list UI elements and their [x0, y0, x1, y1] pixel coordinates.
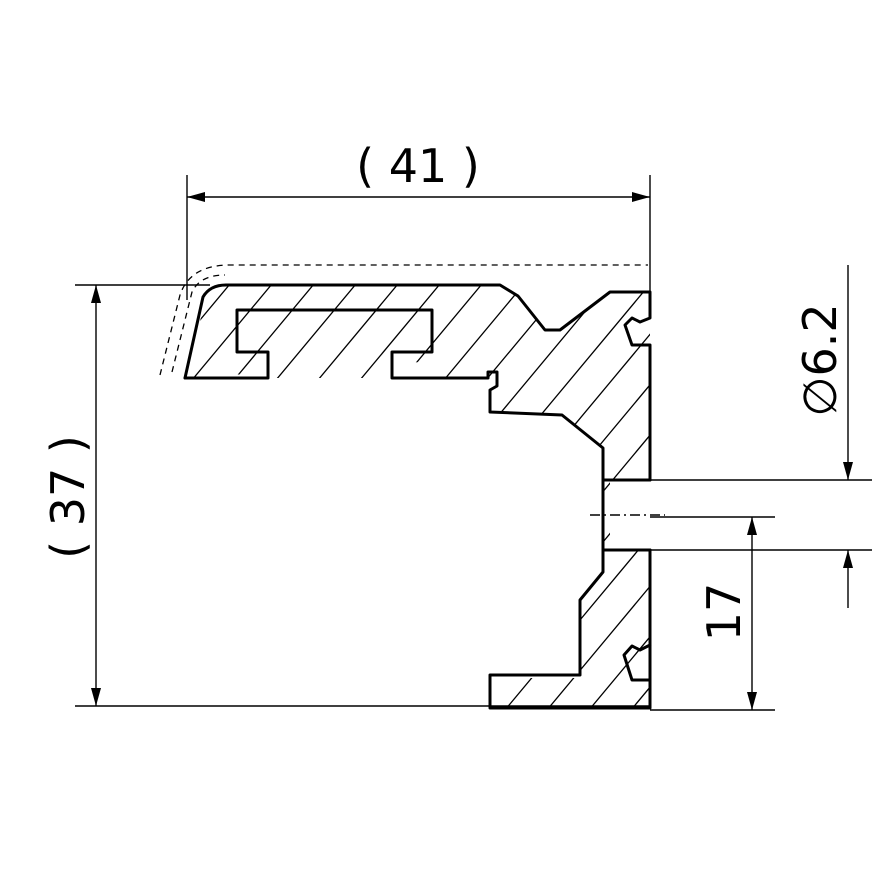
t-slot-top: [183, 308, 605, 482]
width-label: ( 41 ): [356, 139, 480, 193]
phantom-line-inner: [171, 274, 226, 373]
hatch-line: [429, 286, 650, 708]
profile-outline-bottom: [488, 548, 652, 710]
hatch-line: [188, 286, 301, 708]
hatch-line: [188, 286, 343, 708]
profile-outline-top: [183, 283, 652, 482]
dimension-height: ( 37 ): [41, 284, 650, 707]
hatch-line: [188, 286, 385, 708]
height-label: ( 37 ): [41, 435, 95, 559]
offset-label: 17: [697, 583, 751, 642]
dimension-width: ( 41 ): [186, 139, 651, 300]
hatch-line: [188, 286, 553, 708]
hatch-line: [850, 200, 892, 800]
hatch-line: [555, 286, 650, 708]
hatch-line: [219, 286, 650, 708]
hatch-line: [513, 286, 650, 708]
hole-diameter-label: ∅6.2: [793, 303, 847, 416]
dimension-hole-diameter: ∅6.2: [650, 265, 872, 608]
dimension-offset: 17: [650, 516, 775, 711]
hatch-line: [766, 200, 892, 800]
hole-bore: [601, 478, 652, 552]
hatch-line: [471, 286, 650, 708]
hatch-line: [188, 286, 595, 708]
hatch-line: [387, 286, 650, 708]
hatch-line: [808, 200, 892, 800]
phantom-line: [159, 264, 648, 376]
hatch-line: [188, 286, 427, 708]
